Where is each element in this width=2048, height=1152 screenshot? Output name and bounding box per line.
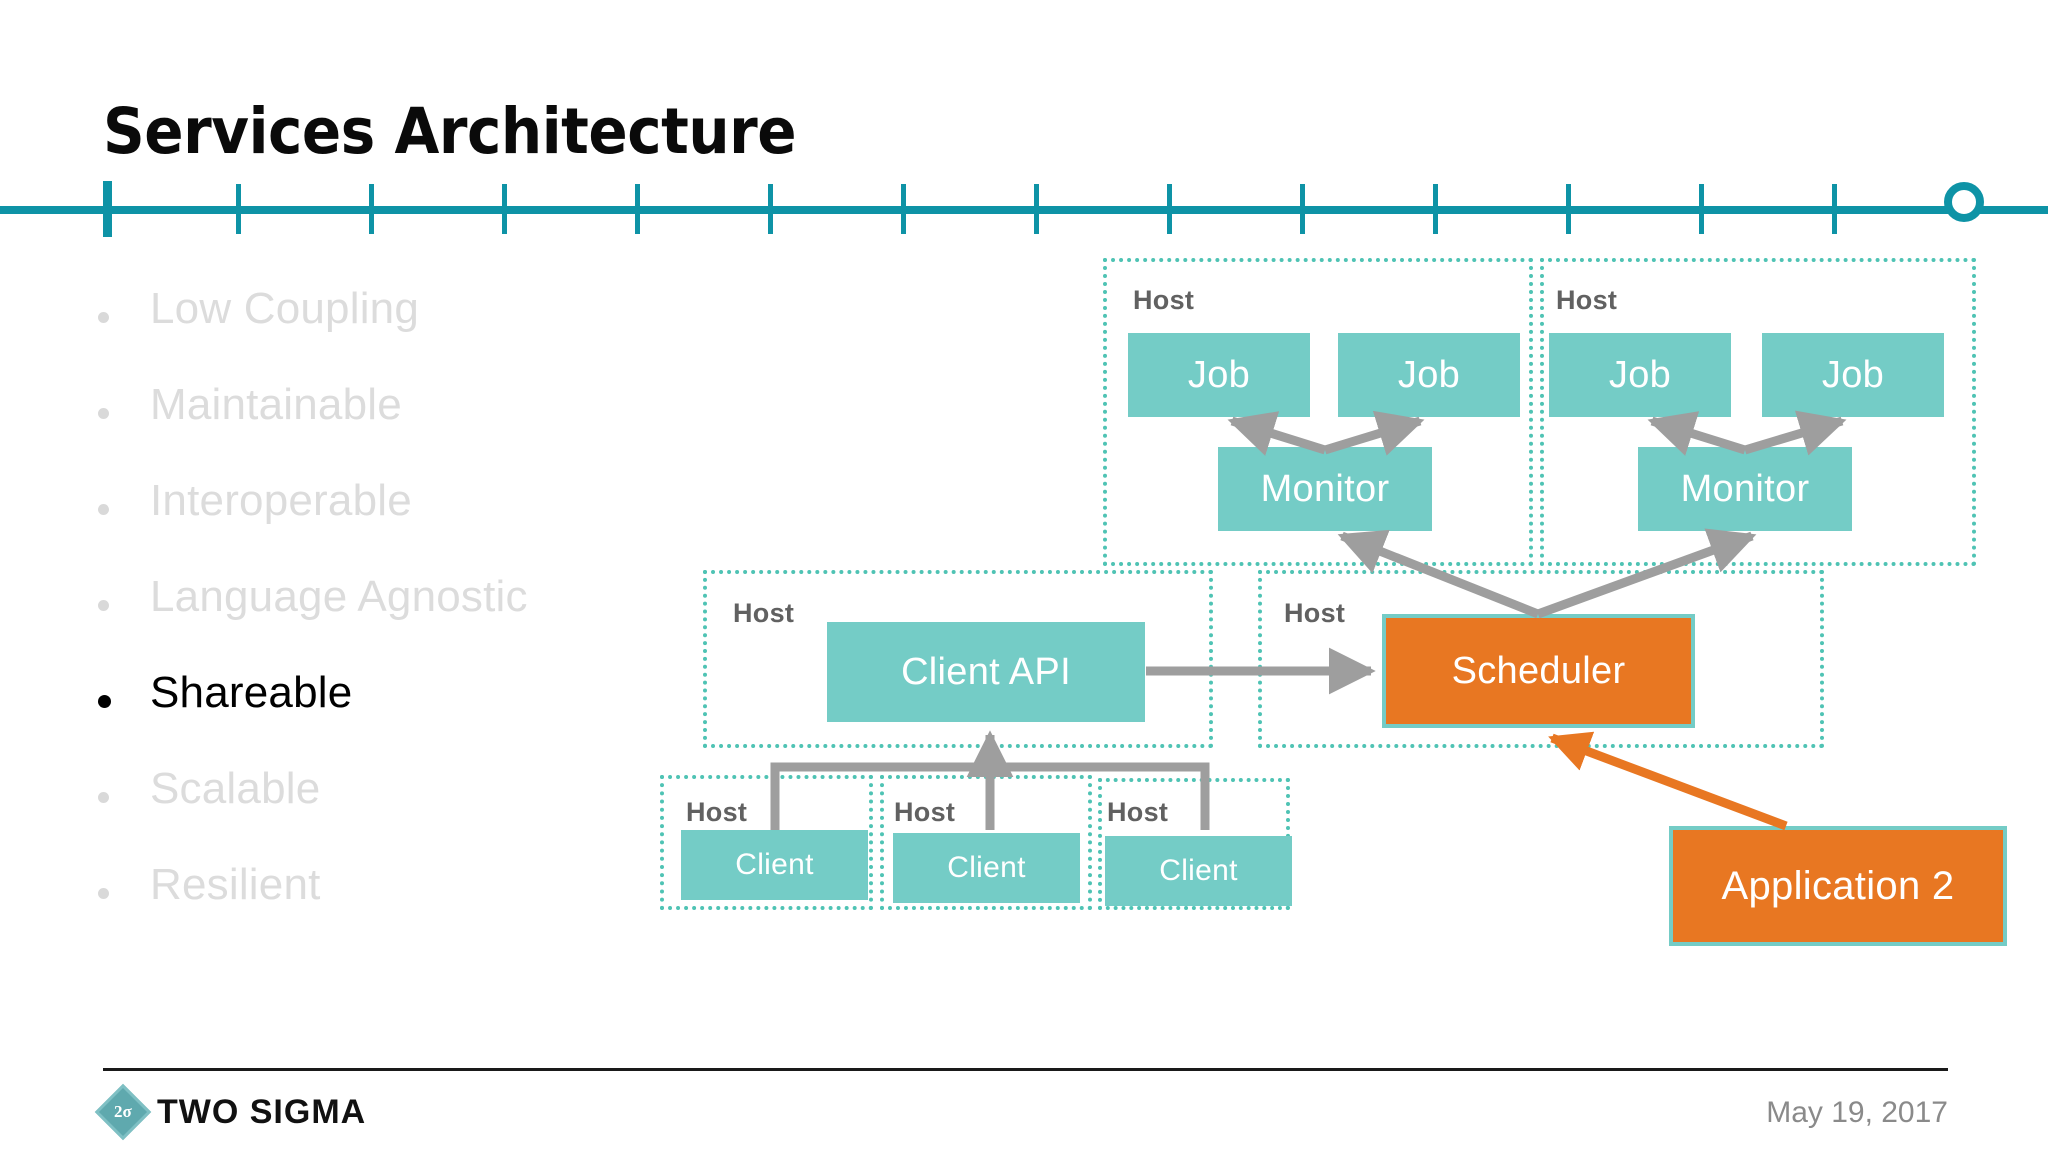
bullet-dot-icon [98,600,109,611]
host-container-jobs-2 [1540,258,1976,566]
timeline-tick-12[interactable] [1699,184,1704,234]
bullet-label: Shareable [150,668,353,717]
timeline-tick-5[interactable] [768,184,773,234]
host-label: Host [1133,285,1195,315]
timeline-tick-7[interactable] [1034,184,1039,234]
list-item[interactable]: Language Agnostic [88,564,728,660]
bullet-label: Resilient [150,860,321,909]
list-item[interactable]: Scalable [88,756,728,852]
bullet-label: Maintainable [150,380,402,429]
bullet-dot-icon [98,695,111,708]
node-client-api[interactable]: Client API [827,622,1145,722]
timeline-tick-10[interactable] [1433,184,1438,234]
timeline-tick-3[interactable] [502,184,507,234]
bullet-label: Scalable [150,764,321,813]
host-container-jobs-1 [1103,258,1533,566]
node-client-1[interactable]: Client [681,830,868,900]
list-item[interactable]: Low Coupling [88,276,728,372]
host-label: Host [1556,285,1618,315]
bullet-dot-icon [98,312,109,323]
timeline-tick-8[interactable] [1167,184,1172,234]
node-client-3[interactable]: Client [1105,836,1292,906]
host-label: Host [686,797,748,827]
logo-mark-text: 2σ [114,1102,132,1121]
timeline-tick-2[interactable] [369,184,374,234]
node-scheduler[interactable]: Scheduler [1382,614,1695,728]
node-monitor-2[interactable]: Monitor [1638,447,1852,531]
node-monitor-1[interactable]: Monitor [1218,447,1432,531]
host-container-client-1 [660,775,873,910]
bullet-label: Low Coupling [150,284,420,333]
timeline-end-knob[interactable] [1944,182,1984,222]
host-container-client-api [703,570,1213,748]
footer-divider [103,1068,1948,1071]
list-item[interactable]: Maintainable [88,372,728,468]
node-client-2[interactable]: Client [893,833,1080,903]
bullet-dot-icon [98,792,109,803]
node-job-2b[interactable]: Job [1762,333,1944,417]
two-sigma-logo: 2σ TWO SIGMA [94,1083,367,1141]
list-item-active[interactable]: Shareable [88,660,728,756]
node-application-2[interactable]: Application 2 [1669,826,2007,946]
node-job-1a[interactable]: Job [1128,333,1310,417]
bullet-dot-icon [98,504,109,515]
footer-date: May 19, 2017 [1766,1096,1948,1129]
host-label: Host [894,797,956,827]
list-item[interactable]: Interoperable [88,468,728,564]
timeline-tick-4[interactable] [635,184,640,234]
timeline-tick-6[interactable] [901,184,906,234]
timeline-tick-0[interactable] [103,181,112,237]
timeline-tick-11[interactable] [1566,184,1571,234]
bullet-label: Interoperable [150,476,412,525]
bullet-dot-icon [98,408,109,419]
host-label: Host [733,598,795,628]
timeline-ruler [0,181,2048,237]
page-title: Services Architecture [103,95,797,168]
bullet-label: Language Agnostic [150,572,528,621]
host-label: Host [1284,598,1346,628]
timeline-tick-9[interactable] [1300,184,1305,234]
bullet-dot-icon [98,888,109,899]
node-job-1b[interactable]: Job [1338,333,1520,417]
logo-wordmark: TWO SIGMA [157,1092,367,1131]
diamond-logo-icon: 2σ [94,1083,152,1141]
arrow-application2-to-scheduler [1548,731,1788,831]
timeline-tick-1[interactable] [236,184,241,234]
bullet-list: Low Coupling Maintainable Interoperable … [88,276,728,948]
node-job-2a[interactable]: Job [1549,333,1731,417]
timeline-tick-13[interactable] [1832,184,1837,234]
host-label: Host [1107,797,1169,827]
list-item[interactable]: Resilient [88,852,728,948]
